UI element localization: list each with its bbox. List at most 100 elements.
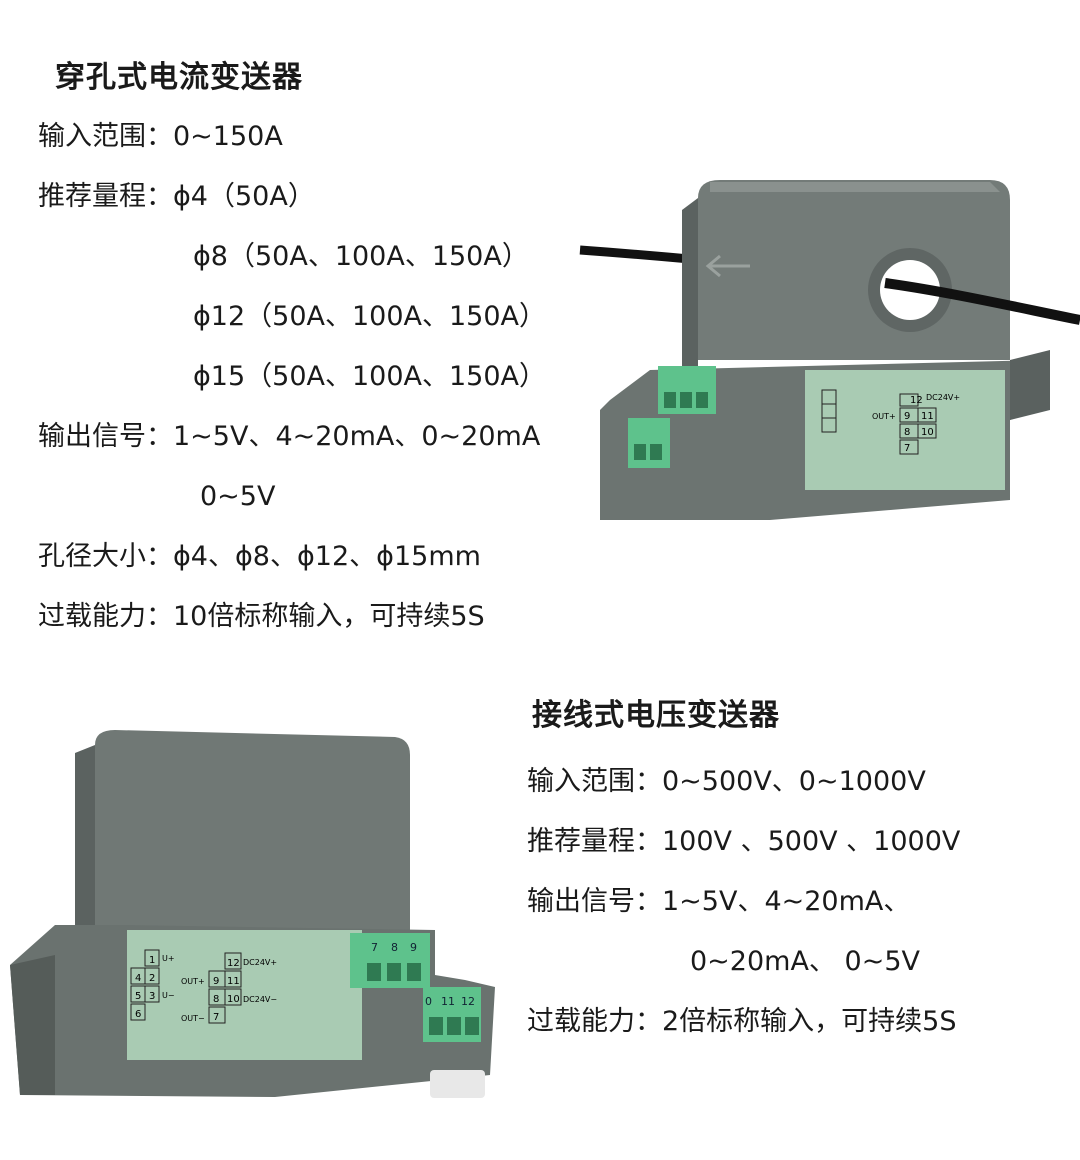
power-plus-label: DC24V+ [243,958,277,967]
connector-pin [664,392,676,408]
voltage-transmitter-image: 1 4 2 5 3 6 U+ U− 12 9 11 8 10 7 DC24V+ … [10,730,495,1098]
connector-pin-0: 0 [425,995,432,1008]
terminal-4: 4 [135,973,141,984]
label-panel [127,930,362,1060]
terminal-9: 9 [213,976,219,987]
spec-colon: ： [635,766,662,797]
arrow-head [705,254,721,278]
connector-pin [367,963,381,981]
spec-colon: ： [146,601,173,632]
u-minus-label: U− [162,991,175,1000]
spec-label: 输出信号 [527,886,635,917]
spec-output-signal: 输出信号：1~5V、4~20mA、 [527,882,910,922]
terminal-3: 3 [149,991,155,1002]
spec-recommended-range-line-3: ϕ12（50A、100A、150A） [193,301,547,332]
spec-input-range: 输入范围：0~500V、0~1000V [527,762,926,802]
out-minus-label: OUT− [181,1014,205,1023]
voltage-transmitter-title: 接线式电压变送器 [532,698,780,733]
connector-pin-9: 9 [410,941,417,954]
connector-pin-11: 11 [441,995,455,1008]
spec-colon: ： [635,1006,662,1037]
spec-label: 输入范围 [527,766,635,797]
terminal-5: 5 [135,991,141,1002]
connector-pin-12: 12 [461,995,475,1008]
spec-output-signal: 输出信号：1~5V、4~20mA、0~20mA [38,417,540,457]
spec-value: 1~5V、4~20mA、0~20mA [173,421,541,452]
connector-pin [447,1017,461,1035]
spec-label: 推荐量程 [38,181,146,212]
base-rail [10,955,55,1095]
terminal-7: 7 [904,443,910,454]
label-panel [805,370,1005,490]
current-transmitter-image: 12 9 11 8 10 7 DC24V+ OUT+ [579,180,1080,520]
connector-pin [680,392,692,408]
spec-colon: ： [635,886,662,917]
housing-side [75,745,95,957]
spec-recommended-range: 推荐量程：ϕ4（50A） [38,177,315,217]
spec-recommended-range-line-4: ϕ15（50A、100A、150A） [193,361,547,392]
terminal-9: 9 [904,411,910,422]
u-plus-label: U+ [162,954,175,963]
spec-value: 0~500V、0~1000V [662,766,926,797]
connector-pin [387,963,401,981]
connector-pin-8: 8 [391,941,398,954]
spec-value: ϕ4、ϕ8、ϕ12、ϕ15mm [173,541,481,572]
out-plus-label: OUT+ [181,977,205,986]
terminal-11: 11 [227,976,240,987]
connector-pin [634,444,646,460]
terminal-7: 7 [213,1012,219,1023]
spec-label: 输出信号 [38,421,146,452]
spec-input-range: 输入范围：0~150A [38,117,283,157]
spec-value: 2倍标称输入，可持续5S [662,1006,957,1037]
terminal-1: 1 [149,955,155,966]
spec-value: ϕ4（50A） [173,181,315,212]
spec-aperture-size: 孔径大小：ϕ4、ϕ8、ϕ12、ϕ15mm [38,537,481,577]
housing-body [95,730,410,940]
connector-pin [650,444,662,460]
power-minus-label: DC24V− [243,995,277,1004]
spec-overload-capacity: 过载能力：2倍标称输入，可持续5S [527,1002,957,1042]
spec-output-signal-line-2: 0~20mA、 0~5V [690,946,920,977]
spec-colon: ： [146,421,173,452]
terminal-8: 8 [904,427,910,438]
terminal-2: 2 [149,973,155,984]
connector-pin [407,963,421,981]
spec-recommended-range-line-2: ϕ8（50A、100A、150A） [193,241,529,272]
spec-label: 输入范围 [38,121,146,152]
terminal-12: 12 [910,395,923,406]
cable-through [884,278,1080,325]
terminal-6: 6 [135,1009,141,1020]
spec-label: 孔径大小 [38,541,146,572]
spec-output-signal-line-2: 0~5V [200,481,276,512]
out-label: OUT+ [872,412,896,421]
terminal-8: 8 [213,994,219,1005]
spec-label: 过载能力 [527,1006,635,1037]
spec-recommended-range: 推荐量程：100V 、500V 、1000V [527,822,960,862]
terminal-11: 11 [921,411,934,422]
spec-colon: ： [146,181,173,212]
spec-label: 推荐量程 [527,826,635,857]
connector-pin [696,392,708,408]
connector-pin [465,1017,479,1035]
spec-value: 0~150A [173,121,283,152]
power-label: DC24V+ [926,393,960,402]
connector-pin-7: 7 [371,941,378,954]
housing-side [682,198,698,380]
housing-body [698,180,1010,360]
spec-label: 过载能力 [38,601,146,632]
connector-bottom [628,418,670,468]
terminal-10: 10 [227,994,240,1005]
spec-value: 100V 、500V 、1000V [662,826,961,857]
spec-value: 10倍标称输入，可持续5S [173,601,485,632]
spec-colon: ： [146,121,173,152]
current-transmitter-title: 穿孔式电流变送器 [55,60,303,95]
din-clip [430,1070,485,1098]
spec-value: 1~5V、4~20mA、 [662,886,911,917]
spec-colon: ： [635,826,662,857]
base-rail-right [1010,350,1050,420]
spec-colon: ： [146,541,173,572]
spec-overload-capacity: 过载能力：10倍标称输入，可持续5S [38,597,485,637]
terminal-10: 10 [921,427,934,438]
terminal-12: 12 [227,958,240,969]
connector-pin [429,1017,443,1035]
